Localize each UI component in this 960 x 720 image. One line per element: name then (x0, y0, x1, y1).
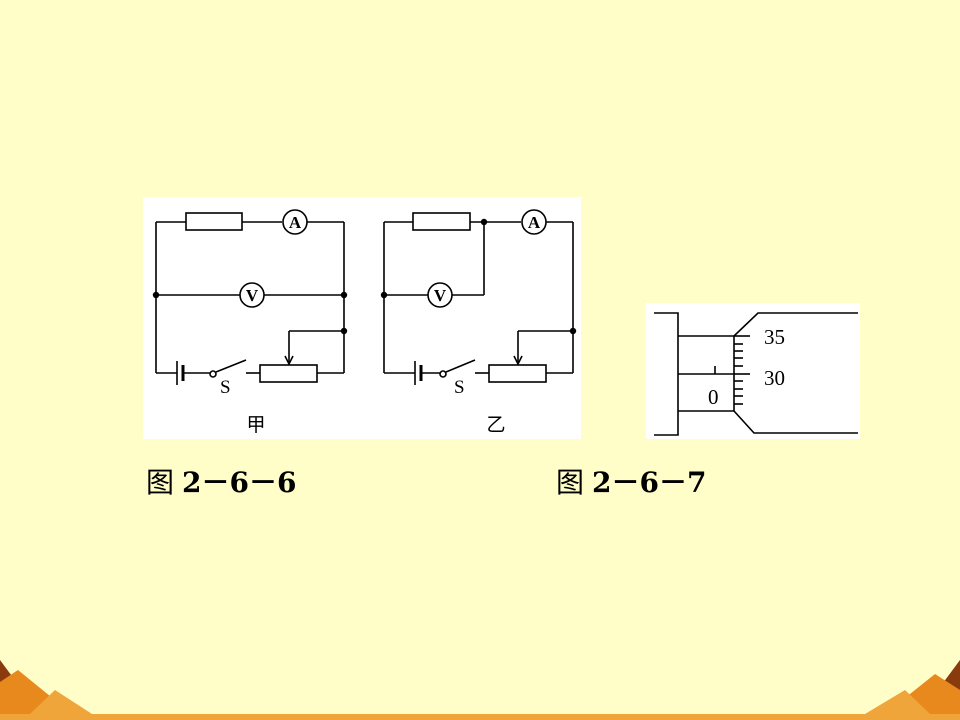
thimble-bottom-contour (733, 410, 858, 434)
switch-terminal (209, 370, 217, 378)
switch-yi-label: S (454, 377, 465, 398)
decor-bar (0, 714, 960, 720)
circuit-diagrams-panel: A V S 甲 A V S 乙 (143, 197, 581, 439)
junction-dot (569, 327, 577, 335)
bottom-decoration (0, 660, 960, 720)
switch-jia-label: S (220, 377, 231, 398)
junction-dot (340, 327, 348, 335)
junction-dot (380, 291, 388, 299)
junction-dot (340, 291, 348, 299)
switch-blade (445, 359, 476, 373)
voltmeter-yi-label: V (434, 286, 447, 305)
rheostat (259, 364, 318, 383)
resistor (185, 212, 243, 231)
circuit-jia-caption: 甲 (246, 415, 265, 436)
figure-prefix: 图 (146, 466, 175, 499)
thimble-top-contour (733, 312, 858, 337)
circuit-yi (383, 209, 574, 385)
ammeter-yi-label: A (528, 213, 541, 232)
sleeve-label-0: 0 (708, 385, 719, 409)
switch-terminal (439, 370, 447, 378)
voltmeter-jia-label: V (246, 286, 259, 305)
ammeter-jia-label: A (289, 213, 302, 232)
thimble-scale-ticks (734, 335, 750, 405)
decor-triangle (865, 690, 930, 714)
junction-dot (152, 291, 160, 299)
junction-dot (480, 218, 488, 226)
thimble-label-35: 35 (764, 325, 785, 349)
circuit-jia (155, 209, 345, 385)
micrometer-panel: 35 30 0 (646, 303, 860, 439)
circuit-diagrams-svg: A V S 甲 A V S 乙 (152, 209, 577, 436)
rheostat (488, 364, 547, 383)
thimble-label-30: 30 (764, 366, 785, 390)
micrometer-svg: 35 30 0 (654, 312, 858, 436)
figure-prefix: 图 (556, 466, 585, 499)
switch-blade (215, 359, 247, 373)
slider-arrow (513, 355, 523, 366)
slider-arrow (284, 355, 294, 366)
resistor (412, 212, 471, 231)
circuit-yi-caption: 乙 (486, 415, 505, 436)
micrometer-anvil (654, 312, 679, 436)
figure-number: 2－6－6 (182, 466, 297, 499)
figure-number: 2－6－7 (592, 466, 707, 499)
decor-triangle (30, 690, 92, 714)
